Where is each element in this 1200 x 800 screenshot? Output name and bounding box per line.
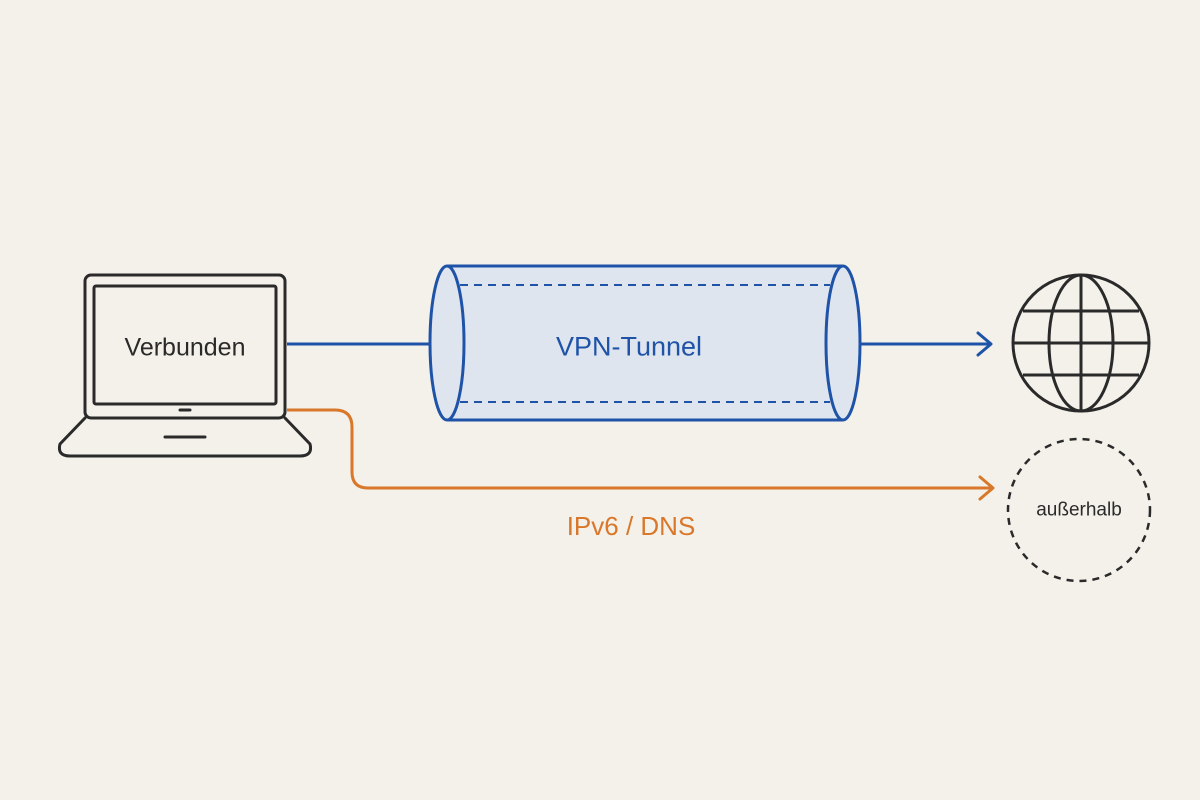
globe-icon: [1011, 273, 1151, 413]
tunnel-body: [430, 266, 860, 420]
laptop-base: [58, 416, 312, 458]
laptop-lid: [83, 273, 287, 420]
dashed-circle-icon: [1006, 437, 1152, 583]
blue-arrow-head-icon: [976, 331, 993, 357]
laptop-icon: [58, 273, 312, 458]
vpn-tunnel-shape: [428, 264, 862, 422]
leak-path-ipv6-dns: [287, 408, 992, 490]
tunnel-left-cap: [428, 264, 466, 422]
outside-label: außerhalb: [1036, 499, 1122, 521]
vpn-tunnel-label: VPN-Tunnel: [555, 331, 703, 362]
laptop-status-label: Verbunden: [124, 333, 246, 362]
orange-arrow-head-icon: [978, 475, 995, 501]
laptop-screen: [92, 284, 278, 406]
leak-path-label: IPv6 / DNS: [566, 511, 696, 541]
